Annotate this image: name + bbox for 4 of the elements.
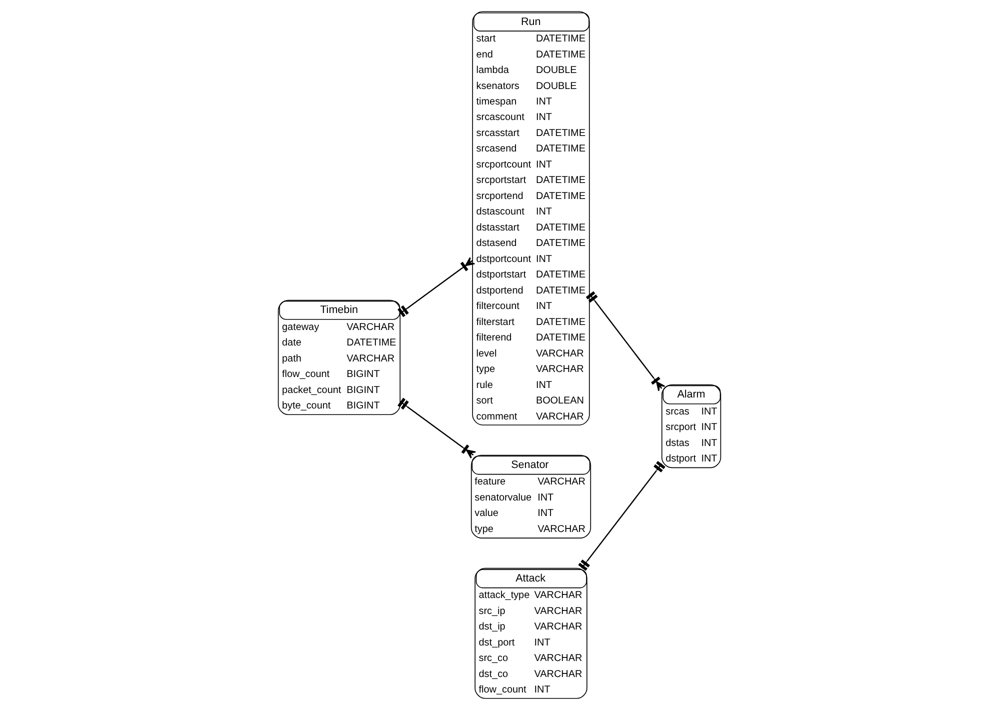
connector <box>578 461 665 571</box>
connector <box>585 291 665 392</box>
connector <box>397 398 476 459</box>
connector <box>397 257 475 318</box>
